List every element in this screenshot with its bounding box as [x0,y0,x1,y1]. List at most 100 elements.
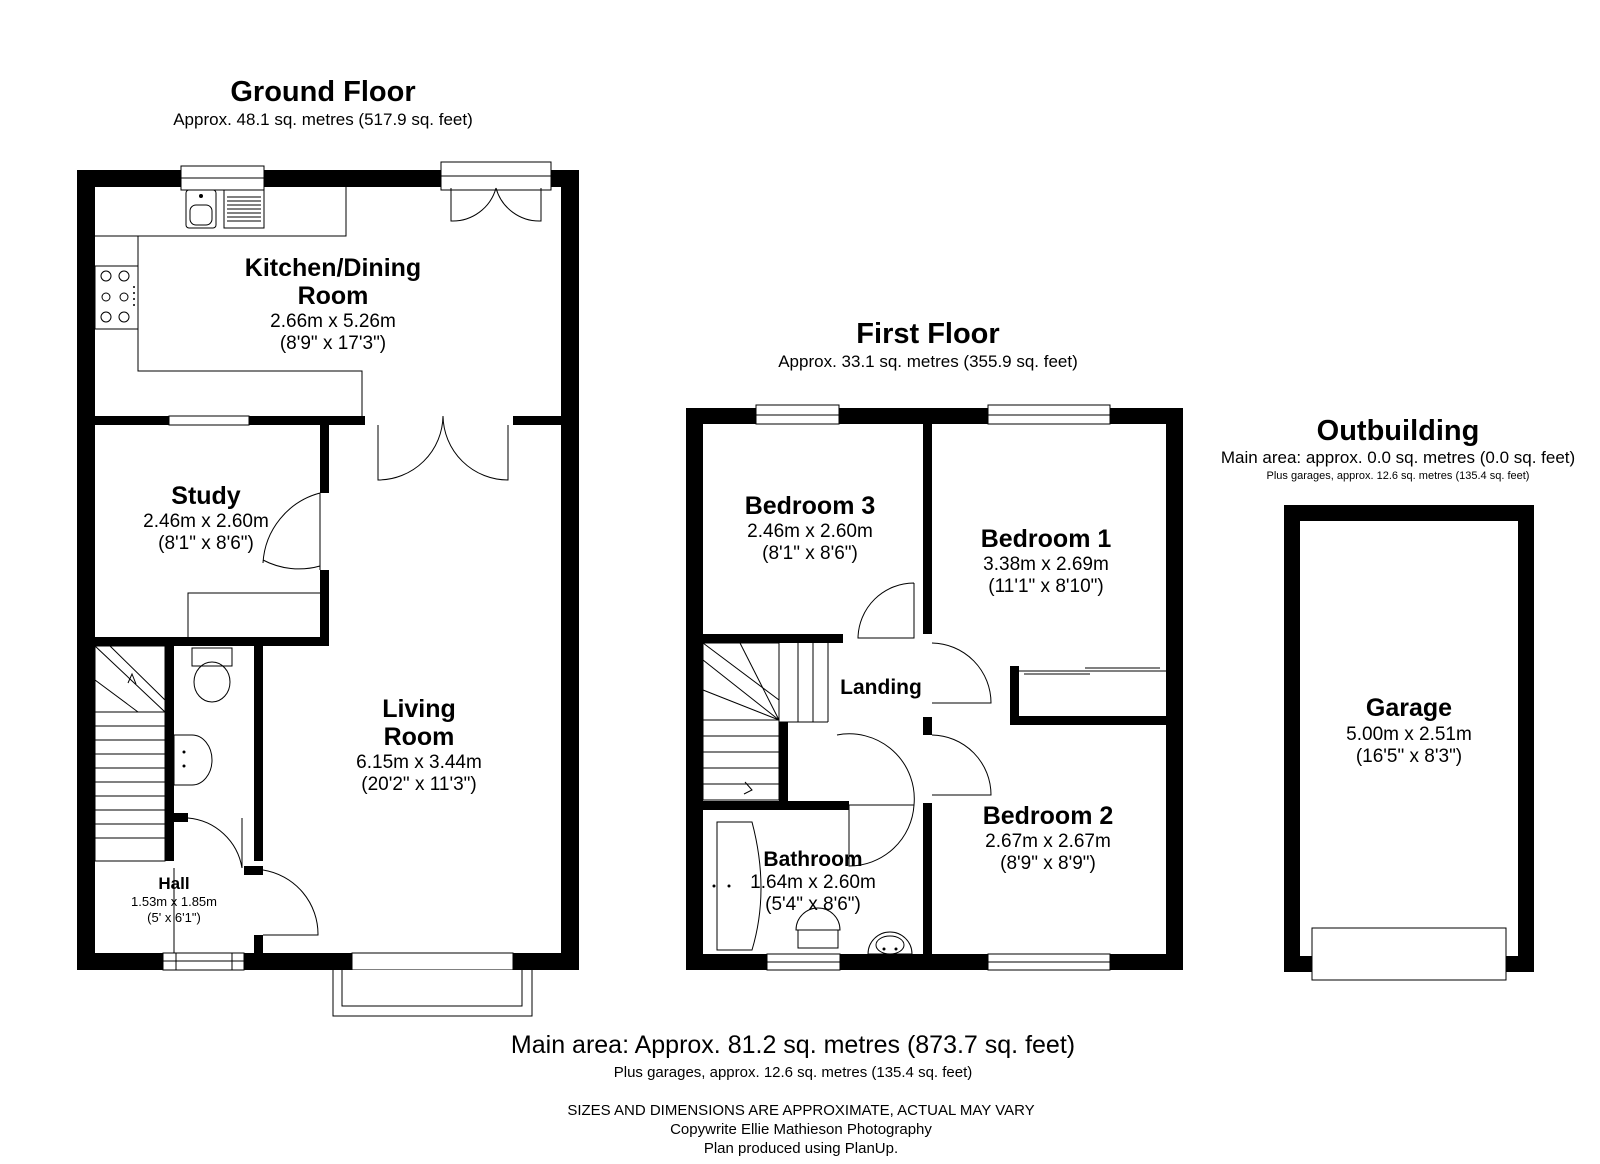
room-dim-bedroom1-ft: (11'1" x 8'10") [988,576,1103,597]
footer-produced: Plan produced using PlanUp. [704,1140,898,1157]
door-swing [836,733,915,806]
window [351,952,514,971]
room-dim-bedroom3-m: 2.46m x 2.60m [747,521,873,542]
worktop [95,187,347,237]
room-dim-hall-ft: (5' x 6'1") [147,910,201,925]
wall [1284,505,1534,521]
outbuilding-plan [1284,505,1534,981]
first-floor-plan [686,404,1183,971]
door-swing [262,493,321,570]
wall [1166,408,1183,970]
door-swing [262,869,319,936]
door-swing [442,415,509,481]
wall [320,570,329,646]
door-swing [187,817,243,869]
room-name-bedroom3: Bedroom 3 [745,492,876,520]
room-dim-hall-m: 1.53m x 1.85m [131,894,217,909]
room-name-kitchen-line2: Room [298,282,369,310]
wall [165,646,174,861]
door-swing [857,582,915,639]
wall [513,416,561,425]
toilet-icon [795,907,841,931]
total-main-area: Main area: Approx. 81.2 sq. metres (873.… [511,1031,1075,1059]
outbuilding-area: Main area: approx. 0.0 sq. metres (0.0 s… [1221,448,1575,467]
drainer [223,189,265,229]
wall [244,866,263,875]
room-dim-kitchen-m: 2.66m x 5.26m [270,311,396,332]
ground-floor-plan [77,161,579,1017]
room-dim-living-ft: (20'2" x 11'3") [361,774,476,795]
toilet-cistern [191,647,233,667]
room-name-bedroom2: Bedroom 2 [983,802,1114,830]
sink-icon [185,189,217,229]
room-dim-bedroom3-ft: (8'1" x 8'6") [762,543,858,564]
wall [561,170,579,970]
room-name-hall: Hall [158,874,189,893]
door-swing [931,642,992,704]
room-dim-bathroom-m: 1.64m x 2.60m [750,872,876,893]
door-swing [931,734,992,796]
bay-window [332,970,533,1017]
wall [1518,505,1534,972]
wall [923,424,932,634]
wall [249,416,365,425]
room-dim-bedroom2-ft: (8'9" x 8'9") [1000,853,1096,874]
window [168,415,250,426]
ground-floor-title: Ground Floor [230,76,415,108]
wall [254,935,263,953]
room-name-bedroom1: Bedroom 1 [981,525,1112,553]
wall [95,416,169,425]
stairs [702,642,780,801]
room-name-kitchen: Kitchen/Dining [245,254,421,282]
wall [703,634,843,643]
room-dim-garage-ft: (16'5" x 8'3") [1356,746,1462,767]
toilet-icon [193,661,231,703]
room-name-study: Study [171,482,241,510]
room-name-living: Living [382,695,456,723]
door-swing [495,187,542,222]
room-name-living-line2: Room [384,723,455,751]
wall [77,953,163,970]
basin-icon [867,931,913,955]
first-floor-area: Approx. 33.1 sq. metres (355.9 sq. feet) [778,352,1078,371]
outbuilding-title: Outbuilding [1317,415,1480,447]
wall [686,408,703,970]
basin-icon [173,734,213,786]
wall [77,170,95,970]
wall [1010,666,1019,725]
wall [254,646,263,861]
door-swing [848,804,915,867]
room-dim-garage-m: 5.00m x 2.51m [1346,724,1472,745]
room-dim-living-m: 6.15m x 3.44m [356,752,482,773]
study-desk [187,592,320,637]
room-dim-study-ft: (8'1" x 8'6") [158,533,254,554]
wall [95,637,329,646]
wall [923,803,932,954]
room-dim-bedroom2-m: 2.67m x 2.67m [985,831,1111,852]
room-dim-kitchen-ft: (8'9" x 17'3") [280,333,386,354]
door-swing [377,415,444,481]
wall [779,722,788,810]
wall [923,717,932,735]
room-dim-study-m: 2.46m x 2.60m [143,511,269,532]
first-floor-title: First Floor [856,318,999,350]
footer-disclaimer: SIZES AND DIMENSIONS ARE APPROXIMATE, AC… [567,1102,1034,1119]
room-name-garage: Garage [1366,694,1452,722]
bath-icon [716,821,762,951]
wall [1284,505,1300,972]
wall [320,425,329,493]
room-dim-bathroom-ft: (5'4" x 8'6") [765,894,861,915]
total-garages: Plus garages, approx. 12.6 sq. metres (1… [614,1064,973,1081]
stair-arrow [127,672,137,685]
room-name-landing: Landing [840,676,922,699]
room-dim-bedroom1-m: 3.38m x 2.69m [983,554,1109,575]
wall [1010,716,1166,725]
hob-icon [94,265,139,330]
wall [703,801,849,810]
door-swing [450,187,497,222]
footer-copyright: Copywrite Ellie Mathieson Photography [670,1121,932,1138]
outbuilding-garages: Plus garages, approx. 12.6 sq. metres (1… [1267,470,1530,482]
wall [174,813,188,822]
ground-floor-area: Approx. 48.1 sq. metres (517.9 sq. feet) [173,110,473,129]
